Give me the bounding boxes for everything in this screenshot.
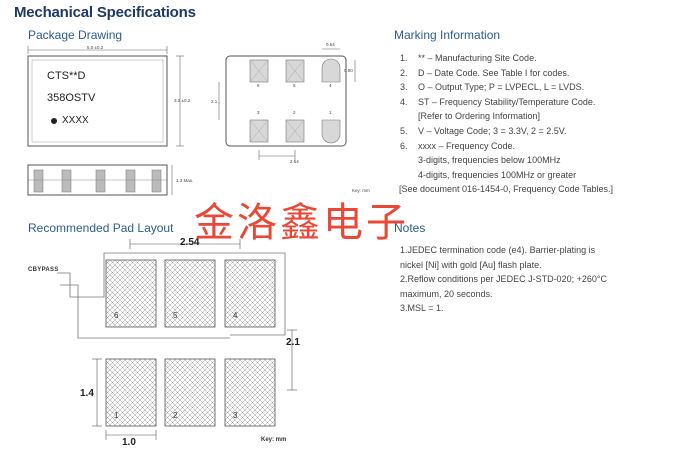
pad-row-gap-label: 2.1 <box>286 337 300 348</box>
dim-pin-pitch: 2.54 <box>290 159 299 164</box>
list-item: 6.xxxx – Frequency Code. <box>400 140 516 151</box>
bottom-pin-label: 5 <box>293 83 296 88</box>
marking-line-3: XXXX <box>62 115 89 126</box>
pad-number: 5 <box>173 311 178 320</box>
dim-pad-width: 0.64 <box>326 42 335 47</box>
marking-reference: [See document 016-1454-0, Frequency Code… <box>399 184 613 194</box>
dim-pad-height: 0.90 <box>344 68 353 73</box>
list-item: 4-digits, frequencies 100MHz or greater <box>418 169 577 180</box>
list-item: 2.D – Date Code. See Table I for codes. <box>400 67 570 78</box>
marking-line-1: CTS**D <box>47 70 86 82</box>
list-item: maximum, 20 seconds. <box>400 288 493 299</box>
pad-4 <box>224 259 276 328</box>
dim-width: 5.0 ±0.2 <box>87 45 104 50</box>
list-item: 3.MSL = 1. <box>400 303 444 314</box>
pad-height-label: 1.4 <box>80 388 94 399</box>
list-item: 1.** – Manufacturing Site Code. <box>400 53 537 63</box>
list-item: [Refer to Ordering Information] <box>418 111 541 122</box>
list-item: 1.JEDEC termination code (e4). Barrier-p… <box>400 245 596 255</box>
list-item: 5.V – Voltage Code; 3 = 3.3V, 2 = 2.5V. <box>400 125 567 136</box>
pad-number: 4 <box>233 311 238 320</box>
bottom-pin-label: 4 <box>329 83 332 88</box>
pad-2 <box>164 358 216 427</box>
pad-number: 6 <box>114 311 119 320</box>
dim-row-pitch: 2.1 <box>211 99 218 104</box>
dim-height: 3.2 ±0.2 <box>174 98 191 103</box>
bottom-pin-label: 3 <box>257 110 260 115</box>
bottom-pin-label: 2 <box>293 110 296 115</box>
package-drawing-heading: Package Drawing <box>28 28 123 42</box>
pad-number: 3 <box>233 411 238 420</box>
pad-6 <box>105 259 157 328</box>
pad-number: 1 <box>114 411 119 420</box>
package-drawing <box>27 46 356 196</box>
notes-list: 1.JEDEC termination code (e4). Barrier-p… <box>400 243 684 316</box>
list-item: nickel [Ni] with gold [Au] flash plate. <box>400 259 542 270</box>
pad-layout-heading: Recommended Pad Layout <box>28 221 174 235</box>
pad-5 <box>164 259 216 328</box>
list-item: 2.Reflow conditions per JEDEC J-STD-020;… <box>400 274 607 285</box>
pad-layout-drawing <box>57 239 297 440</box>
cbypass-label: CBYPASS <box>28 267 59 273</box>
package-top-view <box>27 55 168 147</box>
watermark-text: 金洛鑫电子 <box>194 200 409 246</box>
page-title: Mechanical Specifications <box>14 4 196 21</box>
list-item: 3.O – Output Type; P = LVPECL, L = LVDS. <box>400 82 585 93</box>
pad-1 <box>105 358 157 427</box>
pad-number: 2 <box>173 411 178 420</box>
pad-pitch-label: 2.54 <box>180 237 200 248</box>
package-key: Key: mm <box>352 188 370 193</box>
pad-width-label: 1.0 <box>122 437 136 448</box>
bottom-pin-label: 6 <box>257 83 260 88</box>
dim-max-height: 1.3 Max. <box>176 178 194 183</box>
pad-layout-key: Key: mm <box>261 437 287 443</box>
marking-list: 1.** – Manufacturing Site Code. 2.D – Da… <box>400 51 684 182</box>
list-item: 4.ST – Frequency Stability/Temperature C… <box>400 96 596 107</box>
list-item: 3-digits, frequencies below 100MHz <box>418 155 561 166</box>
marking-information-heading: Marking Information <box>394 28 501 42</box>
marking-line-2: 358OSTV <box>47 92 96 104</box>
notes-heading: Notes <box>394 221 426 235</box>
bottom-pin-label: 1 <box>329 110 332 115</box>
pad-3 <box>224 358 276 427</box>
pin1-dot <box>51 118 57 124</box>
